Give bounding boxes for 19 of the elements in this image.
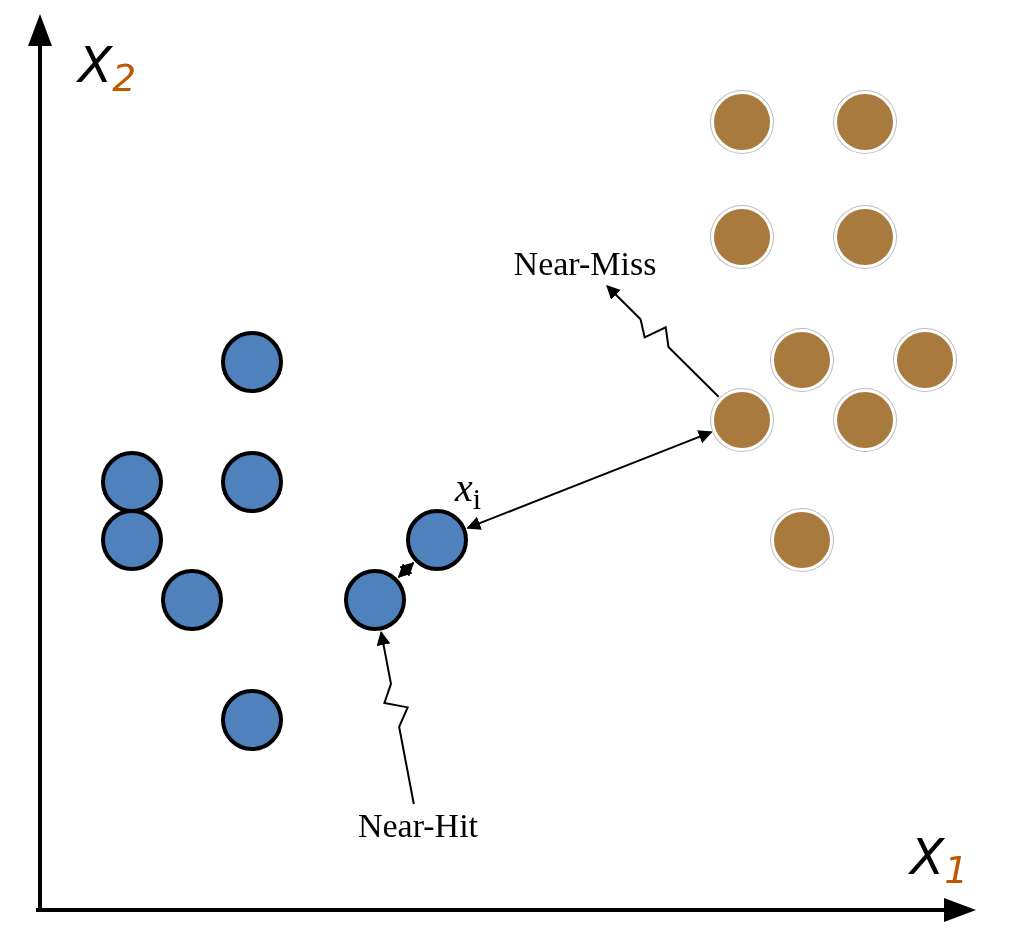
point-label: Near-Miss xyxy=(513,247,657,281)
data-point xyxy=(834,206,896,268)
data-point xyxy=(894,329,956,391)
point-label: Near-Hit xyxy=(357,809,479,843)
data-point xyxy=(834,91,896,153)
data-point xyxy=(711,389,773,451)
data-point xyxy=(771,509,833,571)
data-point xyxy=(771,329,833,391)
distance-arrow xyxy=(397,561,415,579)
data-point xyxy=(711,91,773,153)
data-point xyxy=(344,569,406,631)
point-label: x$_{i}$ xyxy=(455,468,482,508)
leader-arrow xyxy=(376,631,415,805)
axis-label: X$_{2}$ xyxy=(78,40,137,90)
data-point xyxy=(834,389,896,451)
data-point xyxy=(711,206,773,268)
axis-label: X$_{1}$ xyxy=(910,832,969,882)
data-point xyxy=(406,509,468,571)
leader-arrow xyxy=(606,285,720,398)
